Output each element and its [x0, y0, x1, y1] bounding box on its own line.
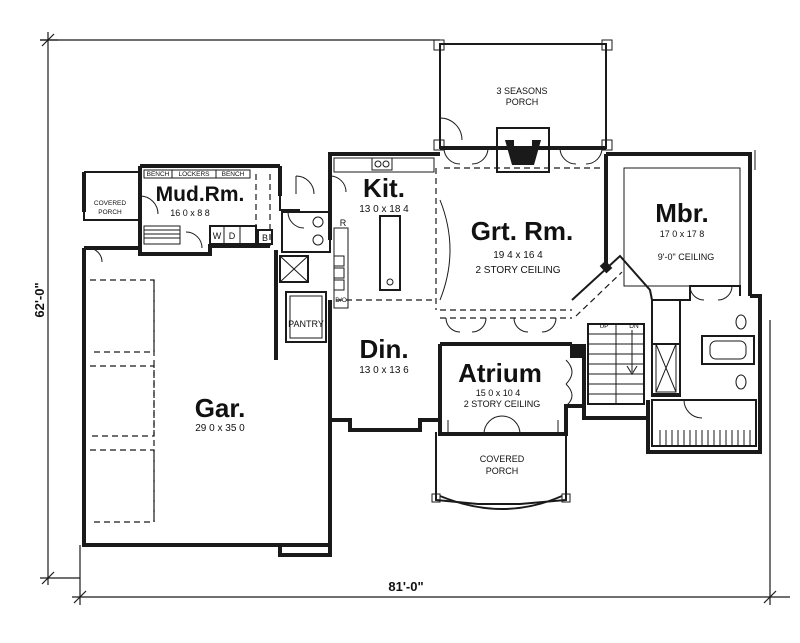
bench-b-label: B: [262, 233, 268, 243]
dryer-label: D: [229, 231, 236, 241]
front-porch-label-2: PORCH: [486, 466, 519, 476]
overall-depth-label: 62'-0": [32, 282, 47, 317]
mudroom-size: 16 0 x 8 8: [170, 208, 210, 218]
master-name: Mbr.: [655, 198, 708, 228]
stair-up-label: UP: [599, 323, 608, 330]
side-porch-label-2: PORCH: [98, 209, 122, 216]
dining-size: 13 0 x 13 6: [359, 365, 409, 376]
seasons-porch-label-2: PORCH: [506, 97, 539, 107]
side-porch-label-1: COVERED: [94, 200, 126, 207]
garage-name: Gar.: [195, 393, 246, 423]
mudroom-name: Mud.Rm.: [156, 183, 245, 206]
dining-name: Din.: [359, 334, 408, 364]
front-porch-label-1: COVERED: [480, 454, 525, 464]
kitchen-size: 13 0 x 18 4: [359, 204, 409, 215]
lockers-label: LOCKERS: [178, 171, 210, 178]
overall-width-label: 81'-0": [388, 579, 423, 594]
great-room-note: 2 STORY CEILING: [475, 265, 560, 276]
atrium-size: 15 0 x 10 4: [476, 388, 521, 398]
bench-label-2: BENCH: [222, 171, 245, 178]
dimension-lines: [40, 32, 790, 605]
great-room-size: 19 4 x 16 4: [493, 250, 543, 261]
seasons-porch-label-1: 3 SEASONS: [496, 86, 547, 96]
master-note: 9'-0" CEILING: [658, 252, 714, 262]
pantry-label: PANTRY: [288, 319, 324, 329]
stair-down-label: DN: [629, 323, 639, 330]
interior-features: [83, 147, 757, 523]
fridge-label: R: [340, 218, 347, 228]
dishwasher-label: D/O: [335, 297, 347, 304]
atrium-name: Atrium: [458, 358, 542, 388]
washer-label: W: [213, 231, 222, 241]
garage-size: 29 0 x 35 0: [195, 423, 245, 434]
master-size: 17 0 x 17 8: [660, 229, 705, 239]
atrium-note: 2 STORY CEILING: [464, 399, 541, 409]
great-room-name: Grt. Rm.: [471, 216, 574, 246]
bench-label-1: BENCH: [147, 171, 170, 178]
kitchen-name: Kit.: [363, 173, 405, 203]
